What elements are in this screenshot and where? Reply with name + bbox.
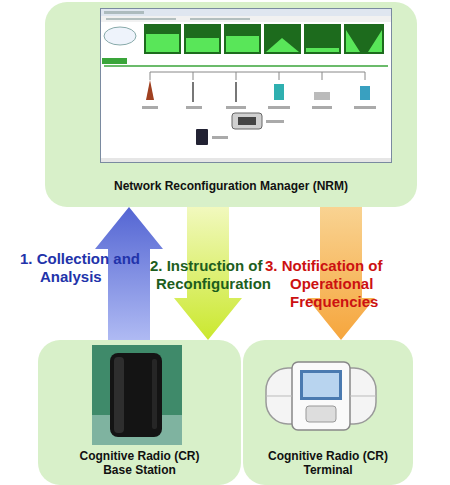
node-title: Network Reconfiguration Manager (NRM) xyxy=(114,179,348,193)
base-station-photo xyxy=(92,345,182,445)
terminal-photo xyxy=(262,360,380,432)
arrow-label: 3. Notification of Operational Frequenci… xyxy=(265,257,440,311)
node-title: Cognitive Radio (CR) Terminal xyxy=(258,449,398,477)
node-title: Cognitive Radio (CR) Base Station xyxy=(70,449,210,477)
nrm-screenshot xyxy=(100,8,392,163)
arrow-label: 1. Collection and Analysis xyxy=(20,250,140,286)
